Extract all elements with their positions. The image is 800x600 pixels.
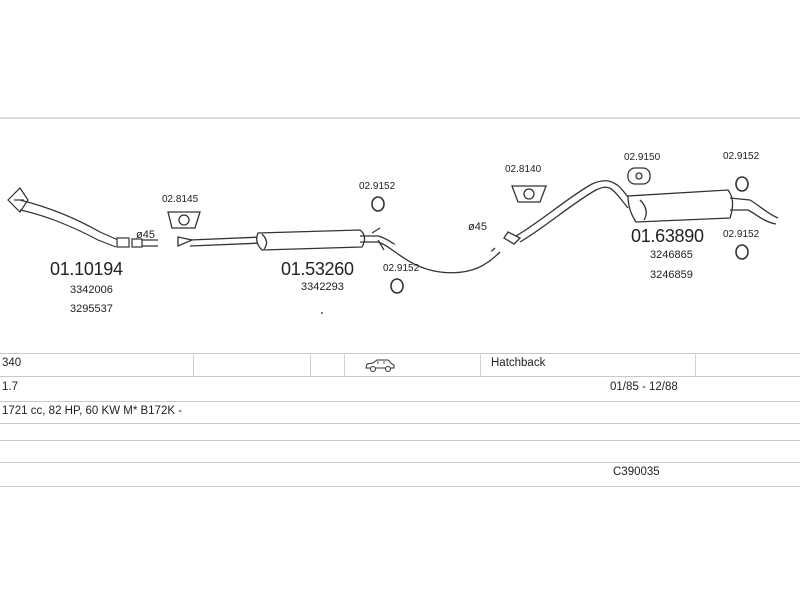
table-divider-5 <box>695 353 696 376</box>
table-rule-4 <box>0 423 800 424</box>
front-pipe-ref-1: 3342006 <box>70 284 113 296</box>
rear-silencer-ref-1: 3246865 <box>650 249 693 261</box>
middle-silencer-code: 01.53260 <box>281 259 354 279</box>
engine-spec-cell: 1721 cc, 82 HP, 60 KW M* B172K - <box>2 405 183 417</box>
table-rule-3 <box>0 401 800 402</box>
ring-rear-side-label: 02.9152 <box>723 229 760 240</box>
ring-mid-top-label: 02.9152 <box>359 181 396 192</box>
ring-mid-bottom-label: 02.9152 <box>383 263 420 274</box>
front-clamp-angle-label: ø45 <box>136 229 155 241</box>
engine-cell: 1.7 <box>2 381 18 393</box>
catalog-number-cell: C390035 <box>613 466 660 478</box>
table-divider-1 <box>193 353 194 376</box>
table-rule-1 <box>0 353 800 354</box>
middle-silencer-ref-1: 3342293 <box>301 281 344 293</box>
table-rule-6 <box>0 462 800 463</box>
table-rule-5 <box>0 440 800 441</box>
rear-silencer-ref-2: 3246859 <box>650 269 693 281</box>
mount-3-shape <box>627 167 651 185</box>
body-type-cell: Hatchback <box>491 357 546 369</box>
rubber-rings <box>371 176 749 294</box>
model-cell: 340 <box>2 357 22 369</box>
mount-2-label: 02.8140 <box>505 164 542 175</box>
table-divider-2 <box>310 353 311 376</box>
front-pipe-ref-2: 3295537 <box>70 303 113 315</box>
mount-3-label: 02.9150 <box>624 152 661 163</box>
table-rule-7 <box>0 486 800 487</box>
front-pipe-shape <box>7 187 158 248</box>
table-divider-4 <box>480 353 481 376</box>
table-rule-2 <box>0 376 800 377</box>
mount-1-shape <box>167 211 201 229</box>
rear-silencer-code: 01.63890 <box>631 226 704 246</box>
ring-rear-top-label: 02.9152 <box>723 151 760 162</box>
car-side-icon <box>365 359 395 372</box>
middle-silencer-shape <box>177 227 501 274</box>
reference-dot <box>321 312 323 314</box>
rear-silencer-shape <box>503 180 779 245</box>
mount-1-label: 02.8145 <box>162 194 199 205</box>
mount-2-shape <box>511 185 547 203</box>
tail-clamp-angle-label: ø45 <box>468 221 487 233</box>
table-divider-3 <box>344 353 345 376</box>
front-pipe-code: 01.10194 <box>50 259 123 279</box>
period-cell: 01/85 - 12/88 <box>610 381 678 393</box>
